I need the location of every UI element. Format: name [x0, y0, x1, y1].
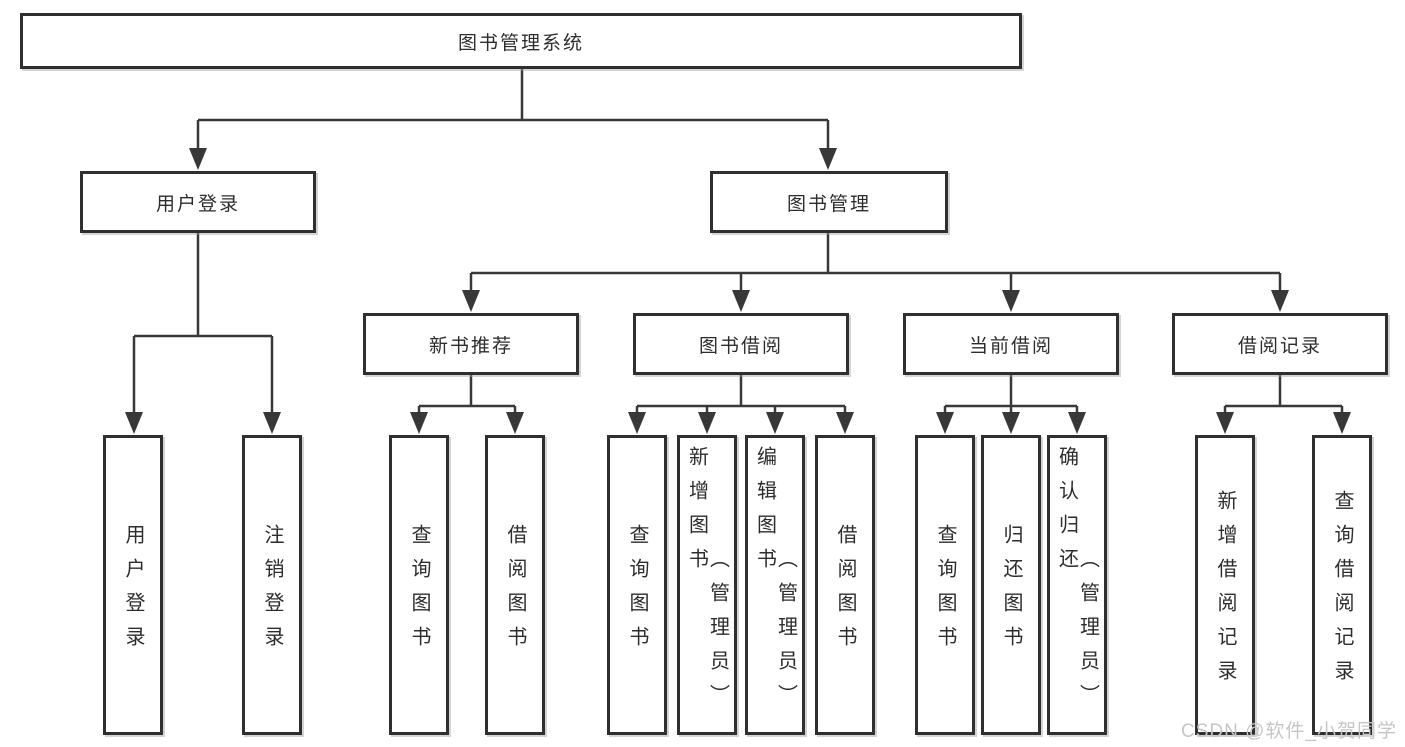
node-label: 借阅图书	[504, 524, 526, 660]
node-label: 查询图书	[408, 524, 430, 660]
arrowheads	[125, 148, 1351, 434]
leaf-logout: 注销登录	[242, 435, 302, 735]
node-label: 查询借阅记录	[1331, 490, 1353, 694]
node-label-line2: （管理员）	[1076, 548, 1099, 718]
leaf-borrow-books-recommend: 借阅图书	[485, 435, 545, 735]
leaf-query-books-recommend: 查询图书	[389, 435, 449, 735]
node-label: 图书管理系统	[457, 32, 584, 54]
node-book-management: 图书管理	[710, 171, 948, 233]
leaf-user-login: 用户登录	[103, 435, 163, 735]
csdn-watermark: CSDN @软件_小贺同学	[1181, 721, 1397, 742]
node-borrowing-records: 借阅记录	[1172, 313, 1388, 375]
leaf-add-borrow-record: 新增借阅记录	[1195, 435, 1255, 735]
node-current-borrowing: 当前借阅	[903, 313, 1119, 375]
node-label: 新书推荐	[428, 335, 513, 357]
node-label: 当前借阅	[968, 335, 1053, 357]
node-new-book-recommendation: 新书推荐	[363, 313, 579, 375]
leaf-confirm-return-admin: 确认归还 （管理员）	[1047, 435, 1107, 735]
leaf-borrow-books: 借阅图书	[815, 435, 875, 735]
node-user-login: 用户登录	[80, 171, 316, 233]
leaf-query-borrow-record: 查询借阅记录	[1312, 435, 1372, 735]
node-label-line2: （管理员）	[706, 548, 729, 718]
node-label: 注销登录	[261, 524, 283, 660]
node-label: 新增借阅记录	[1214, 490, 1236, 694]
node-label: 用户登录	[155, 193, 240, 215]
leaf-add-books-admin: 新增图书 （管理员）	[677, 435, 737, 735]
node-label: 借阅图书	[834, 524, 856, 660]
node-label-line1: 确认归还	[1055, 446, 1078, 582]
node-label: 查询图书	[626, 524, 648, 660]
leaf-query-books-current: 查询图书	[915, 435, 975, 735]
node-library-management-system: 图书管理系统	[20, 13, 1022, 69]
node-label: 查询图书	[934, 524, 956, 660]
node-book-borrowing: 图书借阅	[633, 313, 849, 375]
leaf-edit-books-admin: 编辑图书 （管理员）	[745, 435, 805, 735]
leaf-query-books-borrow: 查询图书	[607, 435, 667, 735]
node-label: 借阅记录	[1237, 335, 1322, 357]
node-label-line1: 新增图书	[685, 446, 708, 582]
node-label-line2: （管理员）	[774, 548, 797, 718]
node-label: 图书借阅	[698, 335, 783, 357]
node-label: 归还图书	[1000, 524, 1022, 660]
node-label-line1: 编辑图书	[753, 446, 776, 582]
node-label: 用户登录	[122, 524, 144, 660]
leaf-return-books: 归还图书	[981, 435, 1041, 735]
node-label: 图书管理	[786, 193, 871, 215]
